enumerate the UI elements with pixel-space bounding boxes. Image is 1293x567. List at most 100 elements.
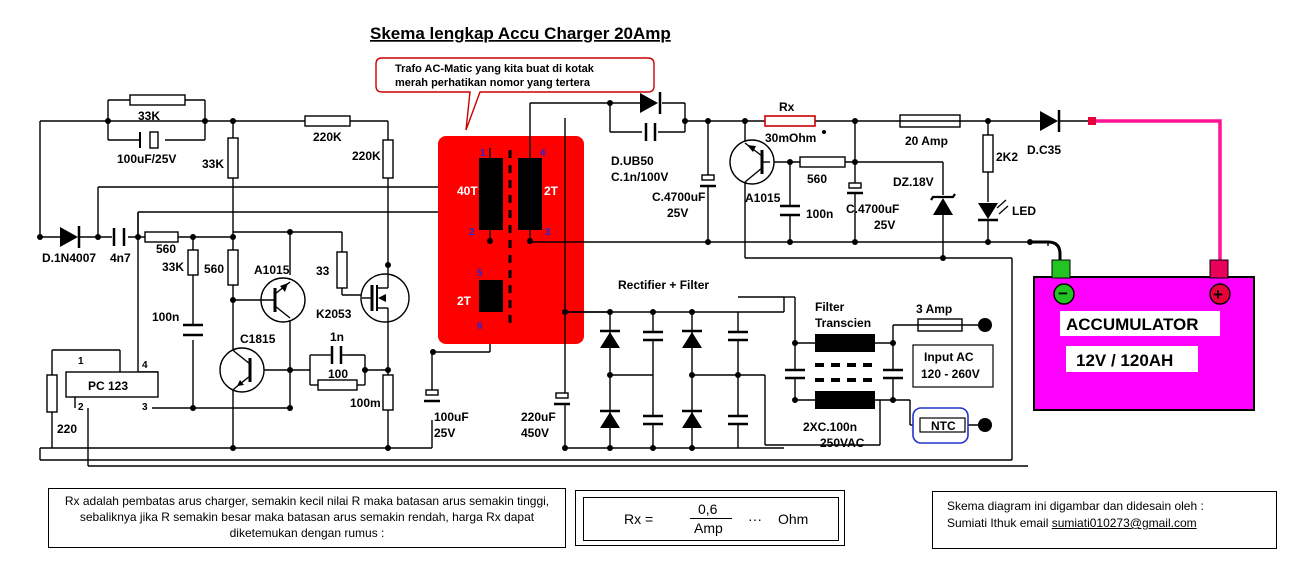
svg-text:33K: 33K [202,157,224,171]
capacitor-4700uf-b: C.4700uF 25V [846,182,899,232]
terminal-negative [1051,259,1071,279]
credit-email[interactable]: sumiati010273@gmail.com [1051,516,1197,530]
svg-text:−: − [1058,284,1068,303]
svg-text:120 - 260V: 120 - 260V [921,367,980,381]
resistor-560-c: 560 [799,156,846,186]
svg-text:Transcien: Transcien [815,316,871,330]
resistor-rx: Rx 30mOhm [764,100,826,145]
svg-text:1n: 1n [330,330,344,344]
plus-icon [1209,283,1231,305]
tf-pin-4: 4 [540,148,546,159]
svg-text:K2053: K2053 [316,307,352,321]
svg-text:560: 560 [807,172,827,186]
fuse-3a: 3 Amp [916,302,963,332]
resistor-220k-a: 220K [304,115,351,144]
capacitor-100uf: 100uF 25V [424,389,469,440]
input-ac-box: Input AC 120 - 260V [912,344,994,388]
primary-winding [479,158,503,230]
credit-line-1: Skema diagram ini digambar dan didesain … [947,499,1204,513]
svg-text:30mOhm: 30mOhm [765,131,816,145]
filter-caps-rectifier [643,330,903,426]
svg-text:PC 123: PC 123 [88,379,128,393]
capacitor-4700uf-a: C.4700uF 25V [652,174,716,220]
svg-text:100uF/25V: 100uF/25V [117,152,176,166]
capacitor-1n: 1n [325,330,348,364]
svg-text:25V: 25V [667,206,688,220]
svg-text:100n: 100n [806,207,833,221]
capacitor-100n-a: 100n [152,310,203,337]
svg-text:560: 560 [156,242,176,256]
svg-text:33K: 33K [162,260,184,274]
negative-wire [1030,240,1062,262]
svg-text:1: 1 [78,356,84,367]
svg-text:220K: 220K [352,149,381,163]
capacitor-4n7: 4n7 [110,228,131,265]
accumulator-label: ACCUMULATOR [1066,315,1199,334]
resistor-33k-vertical: 33K [202,137,239,179]
rx-note: Rx adalah pembatas arus charger, semakin… [48,488,566,548]
svg-text:D.C35: D.C35 [1027,143,1061,157]
svg-text:Filter: Filter [815,300,845,314]
label-rectifier-filter: Rectifier + Filter [618,278,709,292]
ac-terminal-1 [978,318,992,332]
transistor-a1015-a: A1015 [233,263,306,323]
resistor-100m: 100m [350,374,394,411]
diode-c35: D.C35 [1027,110,1061,157]
bridge-diode-2 [600,409,620,428]
minus-icon [1053,283,1075,305]
svg-text:C1815: C1815 [240,332,276,346]
svg-text:220: 220 [57,422,77,436]
positive-wire [1092,119,1222,262]
tf-pin-3: 3 [545,227,551,238]
svg-text:4: 4 [142,360,148,371]
transformer: 1 4 2 3 5 6 40T 2T 2T [430,120,559,355]
aux-winding [479,280,503,312]
resistor-220: 220 [46,374,77,436]
filter-transcien: Filter Transcien [815,300,875,409]
svg-text:220K: 220K [313,130,342,144]
formula-lhs: Rx = [624,511,654,527]
svg-text:LED: LED [1012,204,1036,218]
accumulator: − + ACCUMULATOR 12V / 120AH [1030,117,1255,411]
svg-text:+: + [1213,285,1223,304]
svg-text:C.1n/100V: C.1n/100V [611,170,668,184]
svg-text:2: 2 [78,402,84,413]
svg-text:NTC: NTC [931,419,956,433]
ntc-thermistor: NTC [912,407,969,444]
svg-text:2K2: 2K2 [996,150,1018,164]
ac-terminal-2 [978,418,992,432]
tf-pin-6: 6 [477,321,483,332]
tf-primary-turns: 40T [457,184,478,198]
zener-18v: DZ.18V [893,175,956,215]
credit-box: Skema diagram ini digambar dan didesain … [932,491,1277,549]
resistor-560-b: 560 [204,249,239,286]
svg-text:100: 100 [328,367,348,381]
svg-text:Input AC: Input AC [924,350,974,364]
label-cx: 2XC.100n [803,420,857,434]
mosfet-k2053: K2053 [316,273,410,325]
optocoupler-pc123: PC 123 1 2 3 4 [65,356,159,413]
callout-bubble: Trafo AC-Matic yang kita buat di kotak m… [375,57,655,131]
secondary-winding [518,158,542,230]
transistor-a1015-b: A1015 [729,139,781,205]
rx-note-text: Rx adalah pembatas arus charger, semakin… [64,494,550,540]
svg-text:33: 33 [316,264,330,278]
svg-text:Rx: Rx [779,100,795,114]
led-indicator: LED [978,199,1036,222]
transistor-c1815: C1815 [219,332,276,393]
tf-pin-5: 5 [477,268,483,279]
svg-text:DZ.18V: DZ.18V [893,175,934,189]
wiring-left [39,99,1028,467]
tf-aux-turns: 2T [457,294,472,308]
svg-text:C.4700uF: C.4700uF [652,190,705,204]
capacitor-100n-b: 100n [780,204,833,221]
terminal-positive [1209,259,1229,279]
callout-line-1: Trafo AC-Matic yang kita buat di kotak [395,63,595,75]
resistor-33: 33 [316,251,348,289]
diode-ub50: D.UB50 C.1n/100V [611,92,668,184]
svg-text:3 Amp: 3 Amp [916,302,952,316]
svg-text:3: 3 [142,402,148,413]
capacitor-220uf: 220uF 450V [521,392,570,440]
formula-unit: Ohm [778,511,809,527]
